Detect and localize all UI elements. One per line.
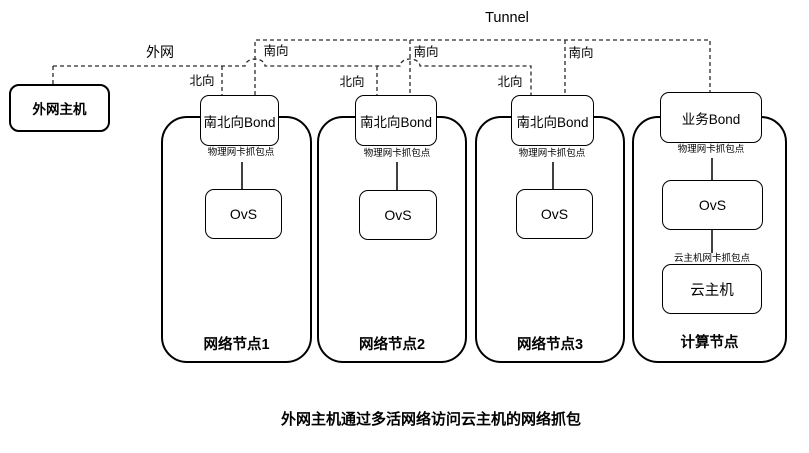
bond-box-node2: 南北向Bond bbox=[355, 95, 437, 146]
south-label-node3: 南向 bbox=[568, 46, 594, 60]
tunnel-wire bbox=[254, 39, 711, 95]
extnet-label: 外网 bbox=[146, 44, 174, 60]
north-label-node2: 北向 bbox=[339, 75, 365, 89]
bond-box-compute: 业务Bond bbox=[660, 92, 762, 143]
ovs-box-node2: OvS bbox=[359, 190, 437, 240]
node-name-label-3: 网络节点3 bbox=[516, 337, 584, 353]
ovs-box-node3: OvS bbox=[516, 189, 593, 239]
node-name-label-2: 网络节点2 bbox=[358, 337, 426, 353]
nic-capture-label-node2: 物理网卡抓包点 bbox=[347, 148, 447, 159]
vm-nic-capture-label: 云主机网卡抓包点 bbox=[652, 253, 772, 264]
ovs-box-node1: OvS bbox=[205, 189, 282, 239]
nic-capture-label-node3: 物理网卡抓包点 bbox=[502, 148, 602, 159]
extnet-wire bbox=[53, 58, 532, 95]
north-label-node3: 北向 bbox=[497, 75, 523, 89]
ext-host-box: 外网主机 bbox=[9, 84, 110, 132]
nic-capture-label-compute: 物理网卡抓包点 bbox=[661, 144, 761, 155]
vm-box: 云主机 bbox=[662, 264, 762, 314]
bond-box-node3: 南北向Bond bbox=[511, 95, 594, 146]
south-label-node1: 南向 bbox=[263, 44, 289, 58]
tunnel-label: Tunnel bbox=[485, 10, 529, 26]
bond-box-node1: 南北向Bond bbox=[200, 95, 279, 146]
nic-capture-label-node1: 物理网卡抓包点 bbox=[191, 147, 291, 158]
diagram-caption: 外网主机通过多活网络访问云主机的网络抓包 bbox=[280, 411, 581, 428]
node-name-label-compute: 计算节点 bbox=[680, 335, 739, 351]
south-label-node2: 南向 bbox=[413, 45, 439, 59]
ovs-box-compute: OvS bbox=[662, 180, 763, 230]
north-label-node1: 北向 bbox=[189, 74, 215, 88]
node-name-label-1: 网络节点1 bbox=[203, 337, 270, 353]
